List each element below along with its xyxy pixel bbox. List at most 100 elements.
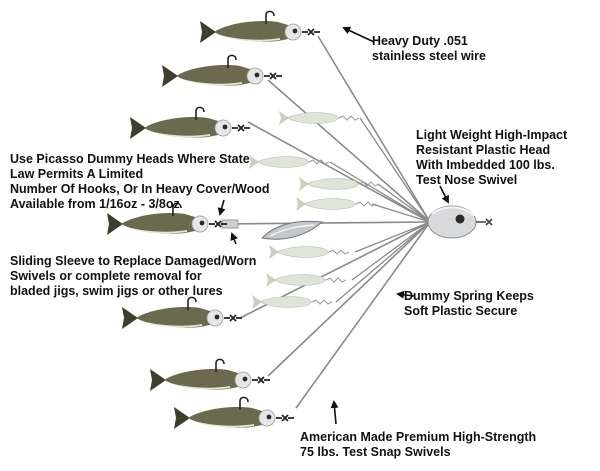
- dummy-spring: [325, 277, 347, 283]
- wire-arm: [354, 221, 431, 253]
- label-dummy-heads: Use Picasso Dummy Heads Where State Law …: [10, 152, 270, 212]
- dummy-tail: [266, 273, 276, 287]
- bait-rig: [150, 358, 270, 391]
- swimbait-icon: [136, 307, 210, 328]
- wire-arm: [351, 221, 431, 281]
- dummy-body: [259, 296, 313, 308]
- dummy-tail: [252, 295, 262, 309]
- swimbait-tail: [122, 307, 138, 329]
- label-line: Law Permits A Limited: [10, 167, 144, 181]
- bait-rig: [122, 296, 242, 329]
- swimbait-icon: [144, 117, 218, 138]
- label-line: Test Nose Swivel: [416, 173, 518, 187]
- label-snap-swivels: American Made Premium High-Strength 75 l…: [300, 430, 536, 460]
- swimbait-tail: [107, 213, 123, 235]
- arrow-icon: [217, 199, 226, 216]
- swimbait-tail: [174, 407, 190, 429]
- nose-swivel: [476, 218, 493, 226]
- label-line: Sliding Sleeve to Replace Damaged/Worn: [10, 254, 257, 268]
- dummy-tail: [269, 245, 279, 259]
- jig-eye: [222, 124, 228, 130]
- label-line: Resistant Plastic Head: [416, 143, 551, 157]
- dummy-tail: [249, 155, 259, 169]
- snap-swivel-icon: [232, 124, 250, 132]
- jig-eye: [242, 376, 248, 382]
- label-line: stainless steel wire: [372, 49, 486, 63]
- wire-arm: [219, 221, 431, 225]
- dummy-spring: [311, 299, 333, 305]
- bait-rigs: [107, 10, 320, 429]
- arrow-icon: [330, 400, 339, 425]
- wire-arm: [359, 117, 431, 223]
- swimbait-belly: [182, 79, 242, 86]
- label-line: With Imbedded 100 lbs.: [416, 158, 555, 172]
- wire-arm: [267, 221, 431, 377]
- wire-arm: [335, 221, 431, 303]
- wire-arm: [295, 221, 431, 409]
- dummy-spring: [328, 249, 350, 255]
- bait-rig: [107, 202, 227, 235]
- dummy-body: [306, 178, 360, 190]
- jig-eye: [214, 314, 220, 320]
- dummy-body: [276, 246, 330, 258]
- arrow-icon: [342, 26, 375, 43]
- head-highlight: [431, 206, 475, 217]
- dummy-spring: [358, 181, 380, 187]
- label-line: Light Weight High-Impact: [416, 128, 568, 142]
- swimbait-belly: [150, 131, 210, 138]
- dummy-spring: [355, 201, 377, 207]
- snap-swivel-icon: [264, 72, 282, 80]
- dummy-bait: [299, 177, 380, 191]
- swimbait-icon: [176, 65, 250, 86]
- swimbait-belly: [142, 321, 202, 328]
- wire-arm: [377, 183, 431, 223]
- dummy-bait: [296, 197, 377, 211]
- willow-blade-shine: [269, 224, 315, 237]
- snap-swivel-icon: [276, 414, 294, 422]
- dummy-body: [273, 274, 327, 286]
- label-wire: Heavy Duty .051 stainless steel wire: [372, 34, 486, 64]
- label-sliding-sleeve: Sliding Sleeve to Replace Damaged/Worn S…: [10, 254, 256, 299]
- arrow-icon: [396, 290, 415, 299]
- label-line: Number Of Hooks, Or In Heavy Cover/Wood: [10, 182, 270, 196]
- label-line: Heavy Duty .051: [372, 34, 468, 48]
- hook-icon: [187, 296, 197, 310]
- snap-swivel-icon: [302, 28, 320, 36]
- label-line: Available from 1/16oz - 3/8oz: [10, 197, 180, 211]
- swimbait-icon: [188, 407, 262, 428]
- wire-arm: [317, 35, 431, 223]
- label-line: bladed jigs, swim jigs or other lures: [10, 284, 223, 298]
- bait-rig: [130, 106, 250, 139]
- jig-eye: [199, 220, 205, 226]
- wire-arm: [371, 203, 431, 223]
- wire-arms: [219, 35, 431, 409]
- swimbait-belly: [170, 383, 230, 390]
- willow-blade-icon: [260, 220, 324, 240]
- swimbait-belly: [220, 35, 280, 42]
- bait-rig: [162, 54, 282, 87]
- wire-arm: [329, 161, 431, 223]
- snap-swivel-icon: [252, 376, 270, 384]
- dummy-tail: [299, 177, 309, 191]
- swimbait-tail: [130, 117, 146, 139]
- label-line: Dummy Spring Keeps: [404, 289, 534, 303]
- swimbait-tail: [150, 369, 166, 391]
- dummy-body: [286, 112, 340, 124]
- hook-icon: [215, 358, 225, 372]
- jig-eye: [266, 414, 272, 420]
- hook-icon: [265, 10, 275, 24]
- swimbait-tail: [162, 65, 178, 87]
- dummy-tail: [279, 111, 289, 125]
- dummy-spring: [338, 115, 360, 121]
- snap-swivel-icon: [209, 220, 227, 228]
- head-eye: [455, 214, 465, 224]
- dummy-baits: [249, 111, 380, 309]
- swimbait-belly: [127, 227, 187, 234]
- jig-eye: [292, 28, 298, 34]
- dummy-body: [303, 198, 357, 210]
- hook-icon: [239, 396, 249, 410]
- dummy-spring: [308, 159, 330, 165]
- plastic-head-icon: [427, 205, 493, 239]
- bait-rig: [200, 10, 320, 43]
- swimbait-icon: [121, 213, 195, 234]
